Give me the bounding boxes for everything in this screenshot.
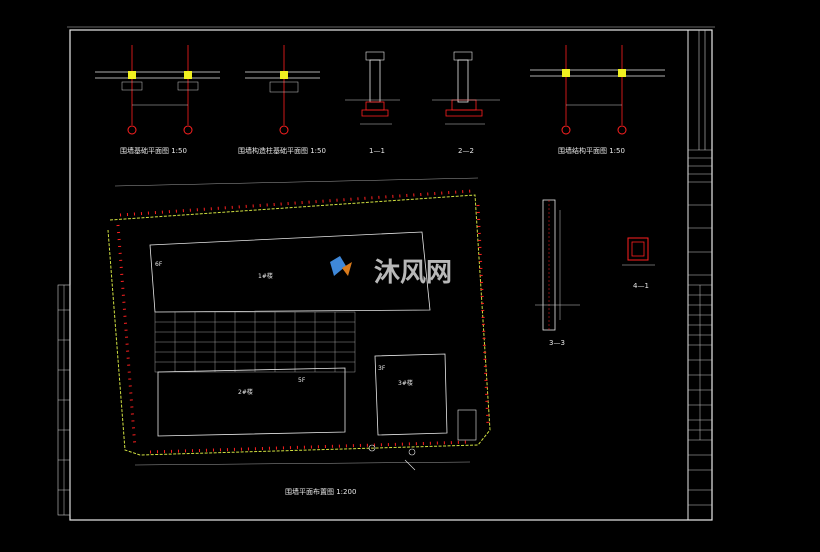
detail-section-1-1: 1—1 — [345, 51, 400, 155]
label-building-2: 2#楼 — [238, 388, 253, 396]
watermark: 沐风网 — [330, 256, 452, 288]
label-floor-5f: 5F — [298, 377, 306, 384]
site-plan: 6F 1#楼 5F 2#楼 3F 3#楼 围墙平面布置图 1:200 — [107, 177, 491, 496]
left-revision-table — [57, 284, 71, 516]
title-section-4-1: 4—1 — [633, 282, 649, 290]
title-site-plan: 围墙平面布置图 1:200 — [285, 487, 356, 496]
detail-column-foundation-plan: 围墙构造柱基础平面图 1:50 — [238, 45, 326, 155]
title-section-2-2: 2—2 — [458, 147, 474, 155]
title-block — [687, 30, 712, 520]
title-section-1-1: 1—1 — [369, 147, 385, 155]
label-floor-3f: 3F — [378, 365, 386, 372]
title-column-foundation-plan: 围墙构造柱基础平面图 1:50 — [238, 146, 326, 155]
label-building-3: 3#楼 — [398, 379, 413, 387]
title-section-3-3: 3—3 — [549, 339, 565, 347]
detail-section-4-1: 4—1 — [622, 237, 655, 290]
label-floor-6f: 6F — [155, 261, 163, 268]
title-structural-plan: 围墙结构平面图 1:50 — [558, 146, 625, 155]
detail-foundation-plan: 围墙基础平面图 1:50 — [95, 45, 220, 155]
title-foundation-plan: 围墙基础平面图 1:50 — [120, 146, 187, 155]
detail-section-3-3: 3—3 — [535, 199, 580, 347]
label-building-1: 1#楼 — [258, 272, 273, 280]
detail-structural-plan: 围墙结构平面图 1:50 — [530, 45, 665, 155]
detail-section-2-2: 2—2 — [432, 51, 500, 155]
watermark-brand: 沐风网 — [374, 258, 452, 288]
watermark-logo-icon — [330, 256, 346, 276]
